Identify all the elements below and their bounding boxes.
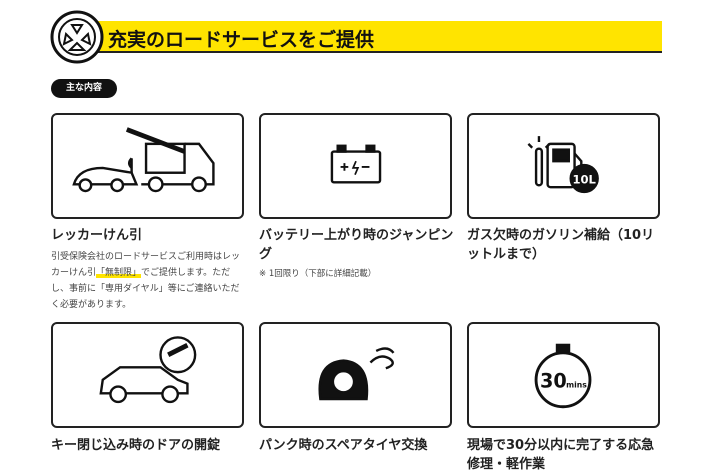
service-card-tow: [51, 113, 244, 219]
desc-text: 引受保険会社のロードサービスご利用時はレッカーけん引: [51, 252, 241, 278]
service-card-fuel: 10L: [467, 113, 660, 219]
service-description: 引受保険会社のロードサービスご利用時はレッカーけん引「無制限」でご提供します。た…: [51, 249, 243, 313]
service-note: ※ 1回限り（下部に詳細記載）: [259, 269, 377, 279]
main-content-badge: 主な内容: [51, 79, 117, 98]
service-title: ガス欠時のガソリン補給（10リットルまで）: [467, 228, 655, 262]
fuel-pump-icon: 10L: [527, 136, 599, 194]
service-card-battery: [259, 113, 452, 219]
tire-icon: [50, 10, 104, 64]
battery-icon: [330, 144, 382, 184]
unlimited-highlight: 「無制限」: [96, 268, 142, 278]
car-key-icon: [99, 336, 197, 404]
service-card-key: [51, 322, 244, 428]
timer-unit: mins: [566, 381, 587, 390]
service-title: バッテリー上がり時のジャンピング: [259, 228, 454, 262]
service-title: キー閉じ込み時のドアの開錠: [51, 438, 221, 453]
service-title: レッカーけん引: [51, 228, 143, 243]
section-title: 充実のロードサービスをご提供: [108, 29, 375, 51]
desc-text: でご提供します。ただし、事前に「専用ダイヤル」等にご連絡いただく必要があります。: [51, 268, 240, 310]
fuel-amount-label: 10L: [572, 172, 596, 186]
header-bar: [78, 21, 662, 53]
service-card-quickfix: 30 mins: [467, 322, 660, 428]
section-header: 充実のロードサービスをご提供: [50, 10, 662, 64]
tow-truck-icon: [72, 127, 215, 193]
service-card-tire: [259, 322, 452, 428]
timer-number: 30: [540, 370, 567, 393]
service-title: パンク時のスペアタイヤ交換: [259, 438, 428, 453]
stopwatch-icon: 30 mins: [534, 343, 592, 409]
flat-tire-icon: [318, 347, 395, 401]
service-title: 現場で30分以内に完了する応急修理・軽作業: [467, 438, 655, 472]
